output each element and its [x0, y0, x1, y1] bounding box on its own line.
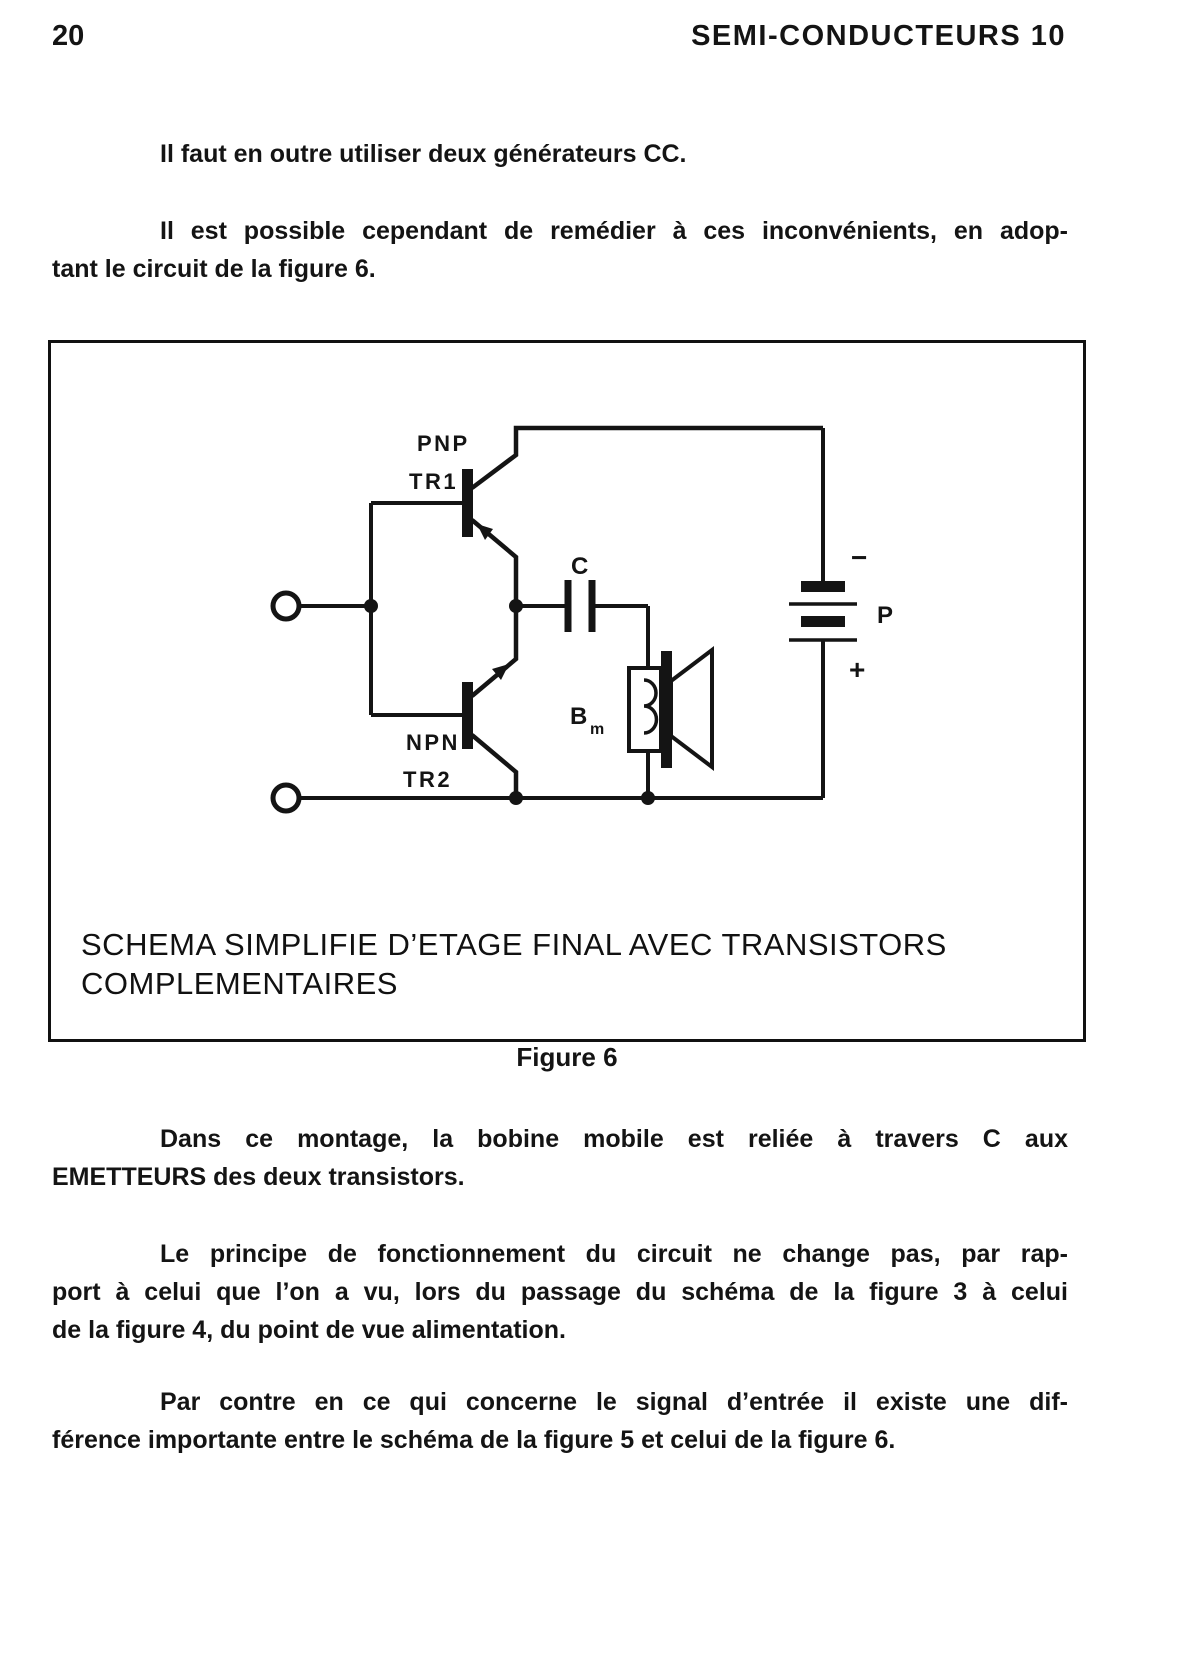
battery-symbol — [789, 428, 857, 798]
npn-transistor-symbol — [462, 606, 519, 798]
paragraph-1: Il faut en outre utiliser deux générateu… — [52, 135, 1068, 173]
page-number: 20 — [52, 20, 85, 52]
input-terminal-bottom — [270, 782, 302, 814]
circuit-diagram: PNP TR1 NPN TR2 C B m − P + — [270, 425, 893, 814]
paragraph-2: Il est possible cependant de remédier à … — [52, 212, 1068, 288]
speaker-symbol — [627, 645, 714, 798]
capacitor-symbol — [516, 580, 650, 668]
text-line: EMETTEURS des deux transistors. — [52, 1163, 465, 1191]
paragraph-3: Dans ce montage, la bobine mobile est re… — [52, 1120, 1068, 1196]
text-line: Le principe de fonctionnement du circuit… — [160, 1240, 1068, 1268]
paragraph-4: Le principe de fonctionnement du circuit… — [52, 1235, 1068, 1349]
paragraph-5: Par contre en ce qui concerne le signal … — [52, 1383, 1068, 1459]
npn-label: NPN — [406, 730, 460, 755]
battery-minus-label: − — [851, 542, 867, 573]
text-line: de la figure 4, du point de vue alimenta… — [52, 1316, 566, 1344]
tr1-label: TR1 — [409, 469, 458, 494]
text-line: Il faut en outre utiliser deux générateu… — [160, 140, 687, 168]
text-line: férence importante entre le schéma de la… — [52, 1426, 896, 1454]
figure-number-label: Figure 6 — [516, 1042, 618, 1072]
text-line: Il est possible cependant de remédier à … — [160, 217, 1068, 245]
pnp-emitter-arrow — [477, 524, 493, 540]
coil-winding — [643, 678, 659, 735]
figure-caption-line2: COMPLEMENTAIRES — [81, 966, 398, 1001]
text-line: Dans ce montage, la bobine mobile est re… — [160, 1125, 1068, 1153]
capacitor-label: C — [571, 553, 588, 580]
tr2-label: TR2 — [403, 767, 452, 792]
coil-label: B — [570, 703, 587, 730]
text-line: tant le circuit de la figure 6. — [52, 255, 376, 283]
figure-box: PNP TR1 NPN TR2 C B m − P + SCHEMA SIMPL… — [48, 340, 1086, 1042]
battery-plus-label: + — [849, 654, 865, 685]
input-wires — [300, 501, 463, 717]
input-terminal-top — [270, 590, 302, 622]
speaker-horn — [669, 645, 714, 772]
coil-subscript-label: m — [590, 721, 604, 738]
pnp-transistor-symbol — [462, 425, 823, 606]
text-line: Par contre en ce qui concerne le signal … — [160, 1388, 1068, 1416]
npn-emitter-arrow — [492, 664, 509, 680]
figure-caption-line1: SCHEMA SIMPLIFIE D’ETAGE FINAL AVEC TRAN… — [81, 927, 947, 962]
pnp-label: PNP — [417, 431, 470, 456]
figure-caption: SCHEMA SIMPLIFIE D’ETAGE FINAL AVEC TRAN… — [81, 925, 947, 1003]
junction-dots — [364, 599, 655, 805]
document-title: SEMI-CONDUCTEURS 10 — [691, 20, 1066, 52]
battery-name-label: P — [877, 602, 893, 629]
text-line: port à celui que l’on a vu, lors du pass… — [52, 1278, 1068, 1306]
